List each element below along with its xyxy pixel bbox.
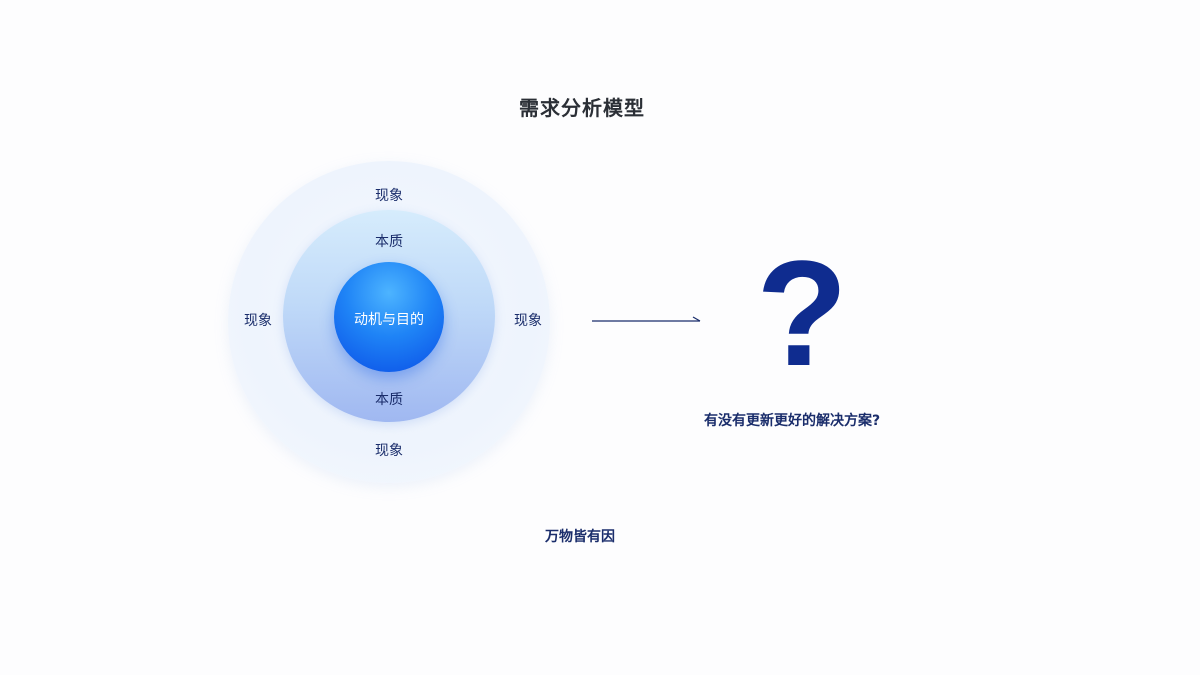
footer-caption: 万物皆有因 (545, 529, 615, 545)
outer-label-left: 现象 (244, 313, 272, 329)
question-text: 有没有更新更好的解决方案? (704, 413, 881, 429)
core-label: 动机与目的 (354, 312, 424, 328)
outer-label-top: 现象 (375, 188, 403, 204)
motivation-core (334, 262, 444, 372)
middle-label-bottom: 本质 (375, 392, 403, 408)
question-mark-icon: ? (756, 229, 848, 397)
page-title: 需求分析模型 (519, 96, 645, 120)
middle-label-top: 本质 (375, 234, 403, 250)
arrow-right-icon (592, 316, 701, 322)
outer-label-right: 现象 (514, 313, 542, 329)
outer-label-bottom: 现象 (375, 443, 403, 459)
